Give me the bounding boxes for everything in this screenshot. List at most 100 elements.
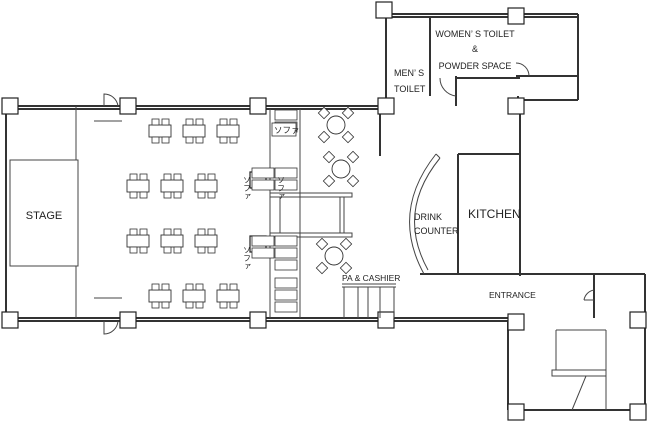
sofa-label-box bbox=[271, 122, 297, 137]
stage-area: STAGE bbox=[9, 106, 122, 318]
chair bbox=[197, 173, 206, 181]
chair bbox=[195, 118, 204, 126]
table-with-chairs bbox=[126, 173, 150, 199]
chair bbox=[197, 191, 206, 199]
chair bbox=[229, 301, 238, 309]
chair bbox=[229, 283, 238, 291]
chair bbox=[219, 136, 228, 144]
staircase bbox=[551, 329, 607, 411]
column bbox=[249, 311, 267, 329]
chair bbox=[129, 191, 138, 199]
table bbox=[216, 289, 240, 303]
column bbox=[1, 97, 19, 115]
table-with-chairs bbox=[148, 283, 172, 309]
drink-counter-label-2: COUNTER bbox=[414, 226, 459, 236]
table bbox=[160, 179, 184, 193]
table bbox=[126, 179, 150, 193]
chair bbox=[151, 283, 160, 291]
round-table-with-chairs bbox=[317, 106, 355, 144]
chair bbox=[339, 237, 353, 251]
round-table bbox=[326, 115, 346, 135]
sofa-area: ソファソファソファソファ bbox=[243, 109, 353, 318]
column bbox=[507, 7, 525, 25]
chair bbox=[207, 228, 216, 236]
round-table bbox=[324, 246, 344, 266]
chair bbox=[161, 118, 170, 126]
sofa-seat bbox=[251, 167, 275, 179]
pa-cashier-label: PA & CASHIER bbox=[342, 273, 400, 283]
column bbox=[119, 97, 137, 115]
stage-label: STAGE bbox=[26, 210, 62, 222]
column bbox=[249, 97, 267, 115]
mens-toilet-label-1: MEN’ S bbox=[394, 68, 424, 78]
column bbox=[1, 311, 19, 329]
chair bbox=[229, 118, 238, 126]
table-with-chairs bbox=[160, 228, 184, 254]
column bbox=[507, 403, 525, 421]
round-table bbox=[331, 159, 351, 179]
table-with-chairs bbox=[194, 173, 218, 199]
chair bbox=[317, 106, 331, 120]
table bbox=[216, 124, 240, 138]
chair bbox=[195, 301, 204, 309]
sofa-label-vertical: ソファ bbox=[243, 176, 252, 200]
column bbox=[377, 311, 395, 329]
table-with-chairs bbox=[216, 283, 240, 309]
column bbox=[377, 97, 395, 115]
sofa-seat bbox=[274, 259, 298, 271]
chair bbox=[207, 191, 216, 199]
chair bbox=[317, 130, 331, 144]
table bbox=[182, 124, 206, 138]
chair bbox=[219, 301, 228, 309]
table-with-chairs bbox=[182, 118, 206, 144]
chair bbox=[185, 301, 194, 309]
table-with-chairs bbox=[160, 173, 184, 199]
outer-walls bbox=[5, 10, 646, 411]
table-with-chairs bbox=[182, 283, 206, 309]
column bbox=[119, 311, 137, 329]
chair bbox=[322, 150, 336, 164]
chair bbox=[195, 283, 204, 291]
chair bbox=[185, 283, 194, 291]
chair bbox=[341, 106, 355, 120]
chair bbox=[163, 228, 172, 236]
chair bbox=[339, 261, 353, 275]
table bbox=[148, 289, 172, 303]
column bbox=[375, 1, 393, 19]
chair bbox=[151, 118, 160, 126]
chair bbox=[173, 191, 182, 199]
chair bbox=[346, 150, 360, 164]
womens-toilet-label-3: POWDER SPACE bbox=[439, 61, 512, 71]
chair bbox=[346, 174, 360, 188]
chair bbox=[315, 261, 329, 275]
chair bbox=[161, 136, 170, 144]
chair bbox=[161, 283, 170, 291]
chair bbox=[161, 301, 170, 309]
table-with-chairs bbox=[194, 228, 218, 254]
chair bbox=[151, 301, 160, 309]
column bbox=[507, 97, 525, 115]
chair bbox=[197, 228, 206, 236]
sofa-seat bbox=[251, 235, 275, 247]
sofa-seat bbox=[274, 289, 298, 301]
womens-toilet-label-1: WOMEN’ S TOILET bbox=[435, 29, 515, 39]
chair bbox=[163, 246, 172, 254]
chair bbox=[185, 136, 194, 144]
sofa-seat bbox=[274, 179, 298, 191]
chair bbox=[163, 191, 172, 199]
sofa-seat bbox=[251, 247, 275, 259]
table bbox=[160, 234, 184, 248]
sofa-label: ソファ bbox=[274, 125, 300, 135]
chair bbox=[163, 173, 172, 181]
table-with-chairs bbox=[126, 228, 150, 254]
entrance-label: ENTRANCE bbox=[489, 290, 536, 300]
sofa-seat bbox=[274, 167, 298, 179]
kitchen-label: KITCHEN bbox=[468, 207, 521, 221]
column bbox=[629, 403, 647, 421]
drink-counter: DRINK COUNTER bbox=[409, 153, 459, 275]
sofa-seat bbox=[251, 179, 275, 191]
sofa-label-vertical: ソファ bbox=[243, 246, 252, 270]
sofa-seat bbox=[274, 301, 298, 313]
